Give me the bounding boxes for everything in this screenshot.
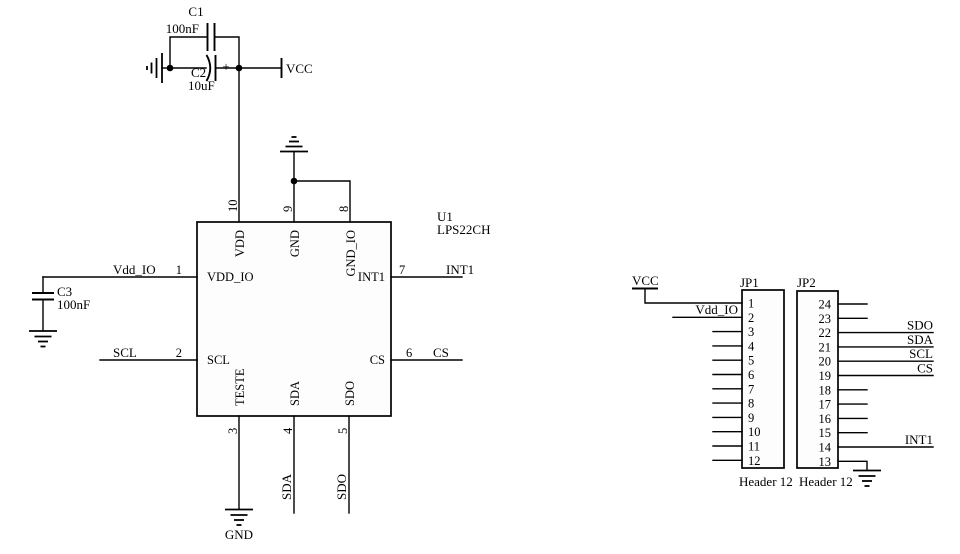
vdd-io-net-label: Vdd_IO xyxy=(695,302,738,317)
junction-dot xyxy=(166,64,174,72)
capacitor-c2: + C2 10uF xyxy=(169,54,240,93)
vcc-net-label: VCC xyxy=(632,273,659,288)
jp1-pin-number: 4 xyxy=(748,339,755,353)
pin6-name: CS xyxy=(370,353,385,367)
jp1-component: JP1 Header 12 VCC Vdd_IO 1 2 3 4 5 6 7 8… xyxy=(632,273,793,489)
gnd-symbol-c3 xyxy=(29,330,57,348)
jp1-pin-number: 9 xyxy=(748,411,754,425)
pin9-number: 9 xyxy=(281,206,295,212)
vcc-power-port-jp1: VCC xyxy=(632,273,743,304)
jp2-pin-number: 21 xyxy=(819,340,832,354)
jp1-pin-number: 5 xyxy=(748,354,754,368)
capacitor-c1: C1 100nF xyxy=(166,4,240,69)
gnd-symbol-left xyxy=(146,53,171,83)
pin10-name: VDD xyxy=(233,230,247,257)
jp1-pin-number: 2 xyxy=(748,311,754,325)
vcc-net-label: VCC xyxy=(286,61,313,76)
jp2-pin-number: 17 xyxy=(819,398,832,412)
pin2-name: SCL xyxy=(207,353,230,367)
jp2-pin-number: 24 xyxy=(819,298,832,312)
jp2-body xyxy=(796,290,839,469)
cs-net-label: CS xyxy=(433,345,449,360)
pin1-number: 1 xyxy=(176,263,182,277)
jp2-pin-number: 19 xyxy=(819,369,832,383)
jp1-ref: JP1 xyxy=(740,275,759,290)
vdd-io-net-label: Vdd_IO xyxy=(113,262,156,277)
scl-net-label: SCL xyxy=(113,345,137,360)
pin6-number: 6 xyxy=(406,346,412,360)
sdo-net-label: SDO xyxy=(334,474,349,500)
pin5-name: SDO xyxy=(343,381,357,406)
jp1-pin-number: 7 xyxy=(748,382,754,396)
jp1-pin-number: 11 xyxy=(748,440,760,454)
c3-value: 100nF xyxy=(57,297,90,312)
pin9-name: GND xyxy=(288,230,302,257)
jp2-ref: JP2 xyxy=(797,275,816,290)
pin10-number: 10 xyxy=(226,200,240,213)
u1-ref: U1 xyxy=(437,209,453,224)
wire xyxy=(214,36,240,69)
u1-part: LPS22CH xyxy=(437,222,490,237)
jp1-part: Header 12 xyxy=(739,474,793,489)
junction-dot xyxy=(290,177,298,185)
vcc-power-port: VCC xyxy=(238,58,313,78)
gnd-symbol-bottom: GND xyxy=(225,508,253,542)
gnd-symbol-inverted xyxy=(280,136,308,153)
jp2-pin-number: 15 xyxy=(819,426,832,440)
c2-ref: C2 xyxy=(191,65,206,80)
pin8-name: GND_IO xyxy=(344,230,358,277)
pin8-number: 8 xyxy=(337,206,351,212)
gnd-symbol-jp2 xyxy=(853,469,881,487)
pin1-name: VDD_IO xyxy=(207,270,254,284)
c1-ref: C1 xyxy=(188,4,203,19)
sda-net-label: SDA xyxy=(279,473,294,500)
pin5-number: 5 xyxy=(336,428,350,434)
jp2-pin-number: 14 xyxy=(819,441,832,455)
int1-net-label: INT1 xyxy=(905,432,933,447)
decoupling-network: C1 100nF + C2 10uF VCC xyxy=(146,4,313,223)
jp1-pin-number: 6 xyxy=(748,368,754,382)
pin13-wire xyxy=(837,460,868,471)
jp1-pin-number: 3 xyxy=(748,325,754,339)
pin7-name: INT1 xyxy=(358,270,385,284)
u1-body xyxy=(196,221,392,417)
jp1-pin-number: 8 xyxy=(748,397,754,411)
pin3-name: TESTE xyxy=(233,368,247,406)
c2-value: 10uF xyxy=(188,78,215,93)
pin4-number: 4 xyxy=(281,427,295,434)
capacitor-c3: C3 100nF xyxy=(29,276,90,348)
c3-ref: C3 xyxy=(57,284,72,299)
sda-net-label: SDA xyxy=(907,332,934,347)
pin3-number: 3 xyxy=(226,428,240,434)
scl-net-label: SCL xyxy=(909,346,933,361)
jp2-component: JP2 Header 12 24 23 22 21 20 19 18 17 16… xyxy=(796,275,934,489)
cap-curved-plate xyxy=(205,54,212,82)
wire xyxy=(169,36,207,69)
c2-polarity: + xyxy=(222,59,229,74)
cs-net-label: CS xyxy=(917,361,933,376)
jp2-pin-number: 20 xyxy=(819,355,832,369)
int1-net-label: INT1 xyxy=(446,262,474,277)
jp2-pin-number: 22 xyxy=(819,326,832,340)
gnd-net-label: GND xyxy=(225,527,253,542)
jp1-pin-number: 1 xyxy=(748,297,754,311)
c1-value: 100nF xyxy=(166,21,199,36)
jp2-pin-number: 16 xyxy=(819,412,832,426)
pin2-number: 2 xyxy=(176,346,182,360)
pin4-name: SDA xyxy=(288,381,302,406)
jp1-body xyxy=(741,289,785,469)
gnd-io-wire xyxy=(293,180,351,223)
pin7-number: 7 xyxy=(399,263,405,277)
jp2-part: Header 12 xyxy=(799,474,853,489)
u1-component: U1 LPS22CH 1 Vdd_IO VDD_IO 2 SCL SCL 7 I… xyxy=(42,200,490,542)
jp2-pin-number: 13 xyxy=(819,455,832,469)
wire xyxy=(644,287,743,304)
jp1-pin-number: 10 xyxy=(748,425,761,439)
jp2-pin-number: 23 xyxy=(819,312,832,326)
jp2-pin-number: 18 xyxy=(819,383,832,397)
sdo-net-label: SDO xyxy=(907,318,933,333)
gnd-network-top xyxy=(280,136,351,223)
jp1-pin-number: 12 xyxy=(748,454,761,468)
